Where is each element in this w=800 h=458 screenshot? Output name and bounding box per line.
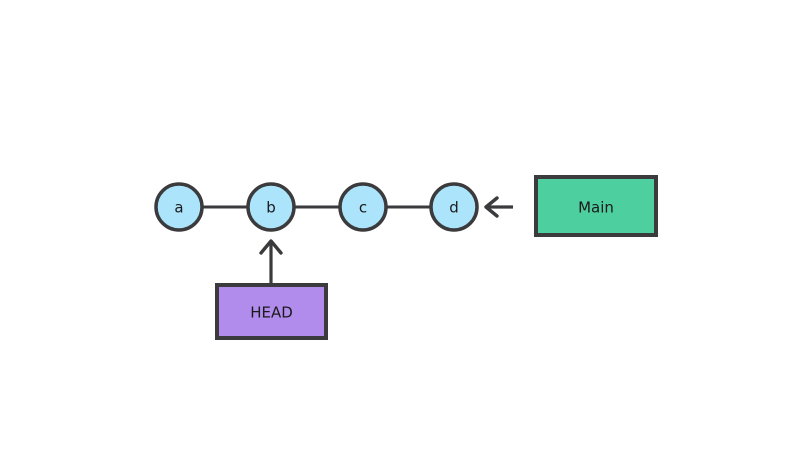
arrow-main [484, 196, 513, 218]
arrow-head-main [484, 196, 499, 218]
commit-circle-c[interactable] [338, 182, 388, 232]
commit-nodes: a b c d [154, 182, 479, 232]
pointer-box-rect-head[interactable] [215, 283, 328, 340]
commit-circle-a[interactable] [154, 182, 204, 232]
commit-node-d[interactable]: d [429, 182, 479, 232]
arrow-head-head [259, 239, 283, 255]
pointer-box-head[interactable]: HEAD [215, 283, 328, 340]
commit-label-d: d [449, 199, 459, 217]
commit-node-b[interactable]: b [246, 182, 296, 232]
arrow-head [259, 239, 283, 284]
pointer-box-main[interactable]: Main [534, 175, 658, 237]
commit-label-b: b [266, 199, 276, 217]
pointer-box-rect-main[interactable] [534, 175, 658, 237]
commit-label-a: a [174, 199, 183, 217]
commit-circle-d[interactable] [429, 182, 479, 232]
commit-node-c[interactable]: c [338, 182, 388, 232]
commit-node-a[interactable]: a [154, 182, 204, 232]
pointer-arrows [259, 196, 513, 284]
pointer-box-label-main: Main [578, 199, 614, 217]
pointer-box-label-head: HEAD [250, 304, 293, 322]
commit-label-c: c [359, 199, 367, 217]
commit-circle-b[interactable] [246, 182, 296, 232]
